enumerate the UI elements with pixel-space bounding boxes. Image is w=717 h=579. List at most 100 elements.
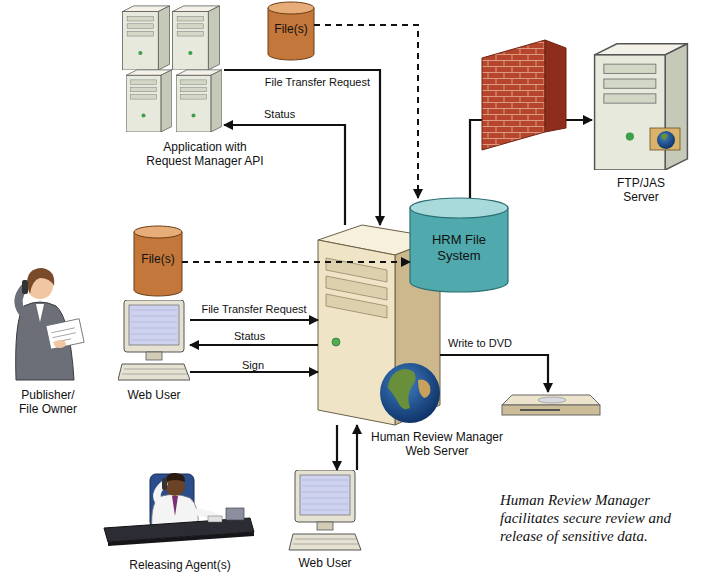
- file-cylinder: [268, 2, 314, 60]
- node-label-box: Application with Request Manager API: [140, 140, 270, 169]
- app-servers-part: [176, 70, 222, 132]
- edge-label-box: File Transfer Request: [190, 303, 318, 316]
- flow-arrow: [190, 371, 318, 373]
- file-cylinder: File(s): [134, 226, 182, 296]
- flow-arrow: [356, 425, 358, 470]
- file-cylinder: File(s): [268, 2, 314, 60]
- file-cylinder-part: [134, 226, 182, 238]
- edge-label: Sign: [240, 359, 266, 371]
- computer: [118, 300, 190, 380]
- node-label-box: Web User: [283, 556, 367, 570]
- node-label: Releasing Agent(s): [129, 558, 230, 572]
- web-server-part: [326, 294, 387, 318]
- node-label: File(s): [141, 252, 174, 266]
- caption-box: Human Review Manager facilitates secure …: [500, 491, 706, 545]
- node-label-box: Releasing Agent(s): [112, 558, 248, 572]
- flow-arrow: [190, 319, 318, 321]
- releasing-agent-person-part: [162, 478, 167, 490]
- node-label: HRM File System: [432, 232, 486, 263]
- app-servers-part: [126, 70, 172, 132]
- hrm-cylinder: [410, 198, 508, 292]
- node-label: Application with Request Manager API: [146, 140, 263, 168]
- edge-label: Status: [262, 108, 297, 120]
- flow-arrow: [190, 344, 318, 346]
- web-server-part: [332, 338, 340, 346]
- edge-label: Status: [232, 330, 267, 342]
- edge-label-box: Status: [232, 330, 276, 343]
- hrm-cylinder-part: [410, 208, 508, 292]
- node-label-box: File(s): [268, 22, 314, 36]
- node-label: Web User: [127, 388, 180, 402]
- edge-label-box: Sign: [240, 359, 280, 372]
- computer-part: [289, 470, 361, 550]
- node-label-box: File(s): [134, 252, 182, 266]
- releasing-agent-person: [104, 473, 254, 546]
- hrm-cylinder: HRM File System: [410, 198, 508, 292]
- app-servers-part: [122, 6, 169, 70]
- dashed-arrow: [182, 261, 410, 263]
- node-label-box: FTP/JAS Server: [604, 176, 678, 205]
- note-label-box: Write to DVD: [448, 337, 544, 350]
- node-label: Web User: [298, 556, 351, 570]
- hrm-cylinder-part: [410, 198, 508, 218]
- computer-part: [118, 300, 190, 380]
- web-server-part: [380, 363, 440, 423]
- flow-arrow: [224, 70, 380, 225]
- firewall-part: [545, 40, 566, 132]
- flow-arrow: [336, 425, 338, 470]
- web-server: Human Review Manager Web Server: [318, 225, 440, 425]
- firewall-part: [482, 40, 545, 150]
- node-label: Publisher/ File Owner: [19, 388, 77, 416]
- ftp-server-part: [661, 134, 668, 141]
- app-servers: [122, 6, 221, 132]
- releasing-agent-person-part: [165, 473, 185, 482]
- node-label: FTP/JAS Server: [617, 176, 665, 204]
- publisher-person-part: [51, 328, 77, 343]
- releasing-agent-person-part: [108, 532, 254, 546]
- ftp-server-part: [595, 44, 688, 170]
- caption: Human Review Manager facilitates secure …: [500, 492, 671, 544]
- publisher-person-part: [27, 268, 54, 294]
- node-label-box: HRM File System: [418, 232, 500, 263]
- dvd-drive-part: [502, 405, 600, 415]
- releasing-agent-person-part: [208, 516, 222, 522]
- file-cylinder: [134, 226, 182, 296]
- edge-label-box: File Transfer Request: [248, 76, 372, 89]
- computer: [289, 470, 361, 550]
- dvd-drive-part: [538, 397, 566, 403]
- ftp-server-part: [650, 128, 680, 150]
- ftp-server: [595, 44, 688, 170]
- note-label: Write to DVD: [448, 337, 512, 349]
- dvd-drive: [502, 395, 600, 415]
- releasing-agent-person-part: [172, 496, 178, 516]
- ftp-server: FTP/JAS Server: [592, 40, 690, 170]
- ftp-server-part: [657, 131, 675, 149]
- releasing-agent-person-part: [226, 508, 244, 520]
- releasing-agent: Releasing Agent(s): [104, 470, 254, 556]
- edge-label-box: Status: [262, 108, 306, 121]
- publisher-person: Publisher/ File Owner: [2, 262, 94, 380]
- web-server-part: [418, 380, 430, 398]
- dashed-arrow: [314, 25, 418, 198]
- edge-label: File Transfer Request: [199, 303, 308, 315]
- app-servers-part: [172, 6, 219, 70]
- web-server-part: [388, 369, 416, 409]
- web-user-computer: Web User: [118, 300, 190, 382]
- publisher-person-part: [54, 340, 66, 348]
- file-cylinder-part: [134, 232, 182, 296]
- publisher-person-part: [46, 319, 84, 350]
- app-server: Application with Request Manager API: [118, 4, 224, 135]
- dvd-drive-part: [520, 409, 560, 411]
- node-label: File(s): [274, 22, 307, 36]
- node-label: Human Review Manager Web Server: [371, 430, 503, 458]
- dvd-arrow: [440, 355, 548, 392]
- publisher-person: [16, 268, 84, 380]
- file-cylinder-part: [268, 2, 314, 14]
- file-cylinder-part: [268, 8, 314, 60]
- dvd-drive-part: [502, 395, 600, 405]
- node-label-box: Publisher/ File Owner: [13, 388, 83, 417]
- publisher-person-part: [22, 280, 28, 294]
- edge-label: File Transfer Request: [263, 76, 372, 88]
- node-label-box: Human Review Manager Web Server: [366, 430, 508, 459]
